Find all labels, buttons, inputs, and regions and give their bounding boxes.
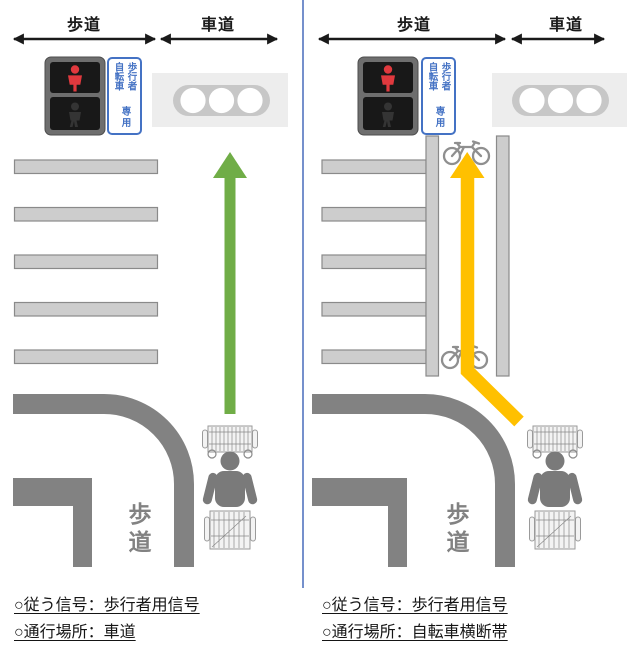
crosswalk-stripes xyxy=(321,159,427,365)
bicycle-crossing-lane xyxy=(425,135,510,377)
sign-only-label: 専用 xyxy=(433,106,445,129)
road-edge-curve xyxy=(13,394,194,567)
pedestrian-bicycle-only-sign: 歩行者 自転車 専用 xyxy=(421,57,456,135)
vehicle-signal-inactive-icon xyxy=(492,73,627,127)
sidewalk-zone-label: 歩道 xyxy=(396,17,431,34)
red-standing-person-icon xyxy=(68,65,82,92)
sidewalk-corner-shape xyxy=(312,478,407,567)
sign-col-bicycle: 自転車 xyxy=(426,62,438,91)
roadway-zone-label: 車道 xyxy=(200,17,235,34)
red-standing-person-icon xyxy=(381,65,395,92)
sign-columns: 歩行者 自転車 xyxy=(112,62,138,91)
vehicle-signal-inactive-icon xyxy=(152,73,288,127)
pedestrian-bicycle-signal-icon xyxy=(44,56,106,136)
roadway-zone-label: 車道 xyxy=(548,17,583,34)
road-edge-curve xyxy=(312,394,515,567)
sidewalk-corner-label: 歩道 xyxy=(125,502,151,558)
sign-columns: 歩行者 自転車 xyxy=(426,62,452,91)
sidewalk-zone-label: 歩道 xyxy=(66,17,101,34)
pedestrian-bicycle-signal-icon xyxy=(357,56,419,136)
person-pushing-bicycle-icon xyxy=(202,425,258,550)
sign-col-bicycle: 自転車 xyxy=(112,62,124,91)
pedestrian-bicycle-only-sign: 歩行者 自転車 専用 xyxy=(107,57,142,135)
sign-only-label: 専用 xyxy=(119,106,131,129)
green-route-arrow xyxy=(213,152,247,414)
bicycle-icon xyxy=(442,140,491,166)
sign-col-pedestrian: 歩行者 xyxy=(439,62,451,91)
note-travel-location: ○通行場所：自転車横断帯 xyxy=(322,624,508,641)
note-signal-to-follow: ○従う信号：歩行者用信号 xyxy=(14,597,200,614)
right-panel-graphics xyxy=(312,33,627,567)
note-signal-to-follow: ○従う信号：歩行者用信号 xyxy=(322,597,508,614)
sidewalk-corner-label: 歩道 xyxy=(443,502,469,558)
unlit-walking-person-icon xyxy=(382,102,394,127)
sidewalk-corner-shape xyxy=(13,478,92,567)
left-panel-graphics xyxy=(12,33,288,567)
crosswalk-stripes xyxy=(13,159,159,365)
yellow-route-arrow xyxy=(450,152,524,427)
note-travel-location: ○通行場所：車道 xyxy=(14,624,136,641)
person-pushing-bicycle-icon xyxy=(527,425,583,550)
sign-col-pedestrian: 歩行者 xyxy=(125,62,137,91)
unlit-walking-person-icon xyxy=(69,102,81,127)
